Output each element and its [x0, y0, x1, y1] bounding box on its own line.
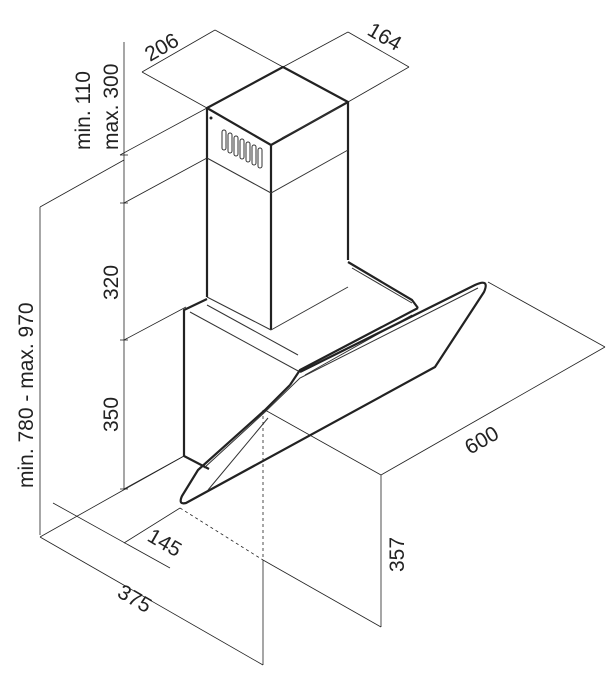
dim-chimney-depth: 164 [364, 18, 406, 56]
chimney-joint-line [206, 149, 349, 194]
dim-lower-chimney: 320 [100, 265, 123, 300]
dim-body-depth: 145 [144, 524, 186, 561]
dim-total-height: min. 780 - max. 970 [15, 302, 38, 488]
dim-body-height: 350 [100, 397, 123, 432]
dimension-lines [39, 29, 606, 666]
dim-hood-width: 600 [461, 422, 503, 459]
vent-slots-icon [221, 129, 263, 169]
dim-total-depth: 375 [114, 580, 156, 617]
dim-upper-chimney-max: max. 300 [100, 64, 123, 150]
dim-front-height: 357 [386, 537, 409, 572]
dim-upper-chimney-min: min. 110 [72, 71, 95, 150]
glass-panel [179, 281, 487, 505]
dim-chimney-width: 206 [141, 29, 183, 66]
hood-body [182, 261, 419, 470]
chimney [205, 65, 350, 331]
